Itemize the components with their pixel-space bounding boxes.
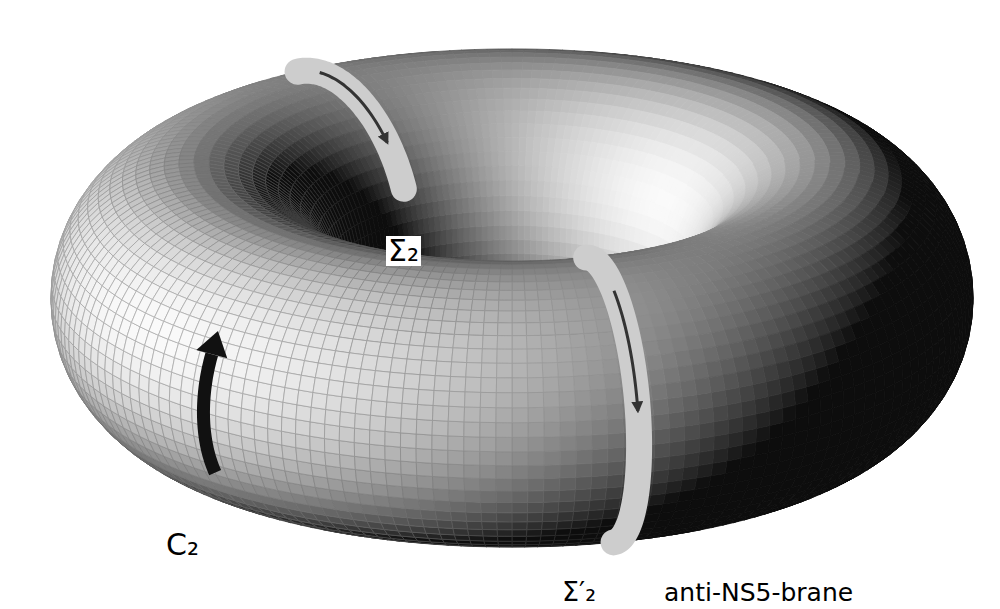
figure: Σ₂C₂Σ′₂anti-NS5-brane (0, 0, 1000, 609)
